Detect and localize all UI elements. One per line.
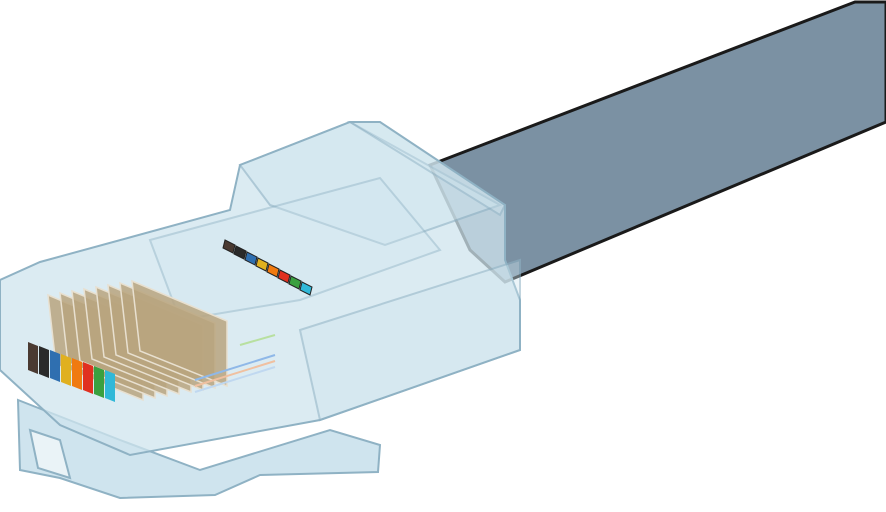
connector-housing: [0, 120, 521, 457]
wire-end: [61, 354, 71, 386]
wire-color-strip-top: [222, 239, 313, 296]
contact-blade: [131, 279, 228, 388]
wire-end: [50, 350, 60, 382]
wire-top: [266, 263, 280, 278]
wire-top: [255, 257, 269, 272]
wire-end: [28, 342, 38, 374]
wire-top: [277, 269, 291, 284]
wire-end: [83, 362, 93, 394]
wire-top: [233, 245, 247, 260]
inner-wires: [194, 334, 276, 393]
wire-top: [288, 275, 302, 290]
latch-tab: [16, 398, 382, 500]
gold-contacts: [47, 279, 228, 402]
wire-top: [299, 281, 313, 296]
wire-color-strip: [28, 342, 115, 402]
wire-top: [222, 239, 236, 254]
wire-top: [244, 251, 258, 266]
wire-end: [72, 358, 82, 390]
wire-end: [105, 370, 115, 402]
wire-end: [39, 346, 49, 378]
wire-end: [94, 366, 104, 398]
